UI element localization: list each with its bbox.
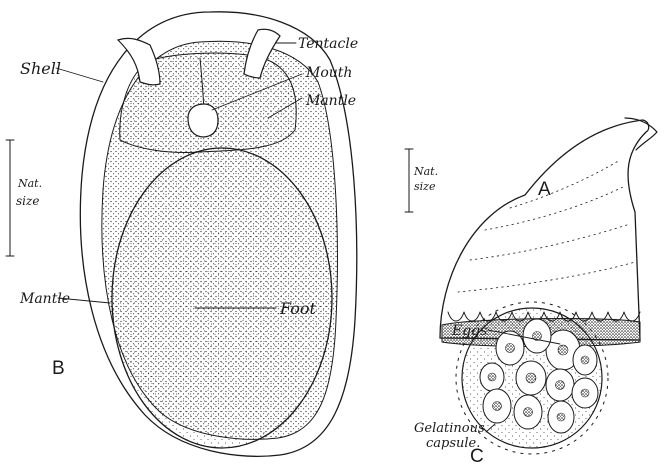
label-tentacle: Tentacle [298,36,358,52]
label-eggs: Eggs [451,323,487,339]
panel-label-c: C [470,446,484,465]
label-mantle-left: Mantle [19,291,70,307]
scale-right-line2: size [414,180,436,193]
label-mouth: Mouth [305,65,352,81]
shell-body [440,120,649,340]
left-tentacle [118,38,160,84]
panel-label-a: A [538,179,551,200]
scale-left-line1: Nat. [17,177,42,190]
panel-label-b: B [52,358,65,379]
scale-bar-right: Nat. size [405,149,438,212]
label-mantle-right: Mantle [305,93,356,109]
scale-bar-left: Nat. size [6,140,42,256]
foot [112,148,332,448]
scale-right-line1: Nat. [413,165,438,178]
scale-left-line2: size [16,194,39,208]
label-foot: Foot [279,299,316,318]
label-shell: Shell [20,59,61,78]
label-gelatinous-line1: Gelatinous [414,421,485,436]
